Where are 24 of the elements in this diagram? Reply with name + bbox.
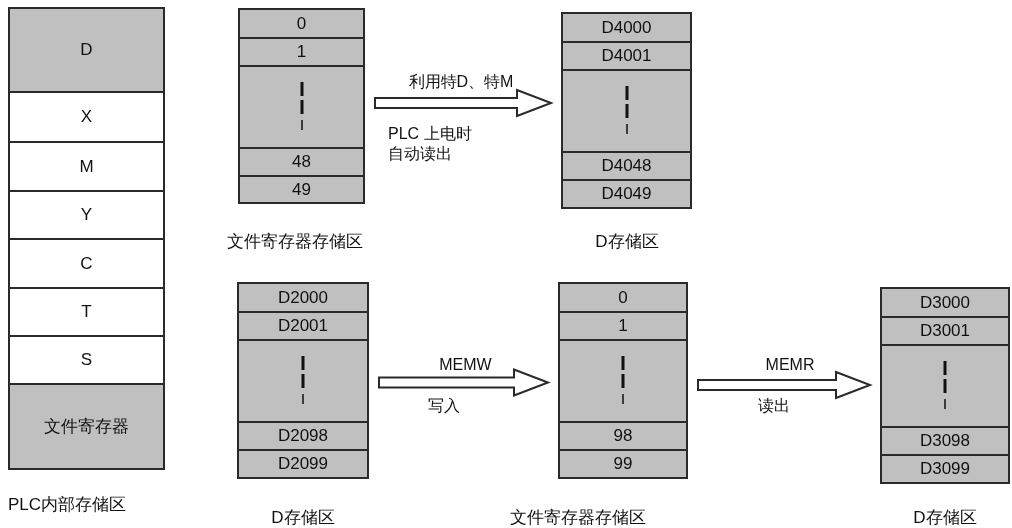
memory-cell: Y	[10, 190, 163, 238]
memory-cell: M	[10, 141, 163, 190]
arrow-note: 写入	[428, 396, 460, 416]
memory-column	[8, 7, 165, 470]
block-arrow	[378, 368, 551, 397]
block-arrow	[697, 370, 873, 400]
memory-column	[880, 287, 1010, 484]
column-caption: D存储区	[595, 231, 659, 253]
memory-cell: T	[10, 287, 163, 335]
memory-column	[558, 282, 688, 479]
memory-column	[237, 282, 369, 479]
column-caption: PLC内部存储区	[8, 494, 127, 516]
block-arrow	[374, 88, 554, 118]
column-caption: 文件寄存器存储区	[227, 231, 363, 253]
memory-column	[238, 8, 365, 204]
column-caption: 文件寄存器存储区	[510, 507, 646, 528]
column-caption: D存储区	[913, 507, 977, 528]
memory-cell: X	[10, 91, 163, 141]
memory-cell: S	[10, 335, 163, 383]
arrow-note: 读出	[758, 396, 790, 416]
memory-column	[561, 12, 692, 209]
memory-cell: C	[10, 238, 163, 287]
edge-label: 利用特D、特M	[408, 72, 514, 92]
column-caption: D存储区	[271, 507, 335, 528]
